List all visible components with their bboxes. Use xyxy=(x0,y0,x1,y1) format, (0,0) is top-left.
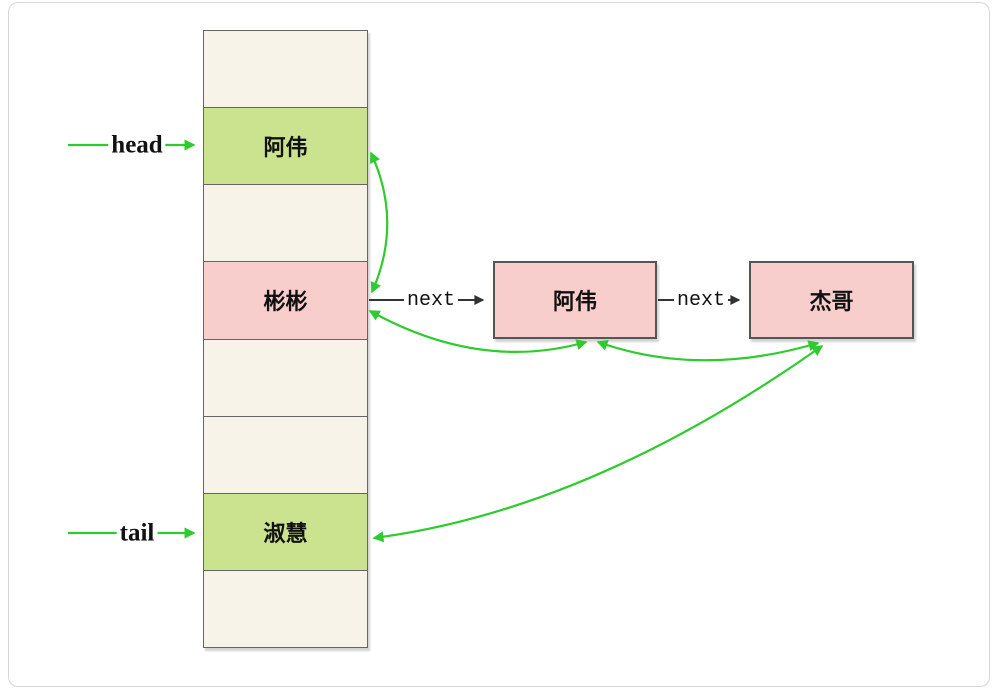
head-label: head xyxy=(108,131,166,159)
tail-label: tail xyxy=(116,519,158,547)
array-cell-binbin: 彬彬 xyxy=(204,262,367,340)
chain-node-awei: 阿伟 xyxy=(493,261,657,339)
array-cell-5 xyxy=(204,416,367,494)
array-cell-2 xyxy=(204,185,367,263)
canvas-card xyxy=(8,2,990,687)
array-cell-shuhui: 淑慧 xyxy=(204,493,367,571)
next-label-2: next xyxy=(673,290,729,312)
next-label-1: next xyxy=(403,290,459,312)
chain-node-jiege: 杰哥 xyxy=(749,261,914,339)
bucket-array: 阿伟 彬彬 淑慧 xyxy=(203,30,368,648)
array-cell-0 xyxy=(204,31,367,109)
array-cell-7 xyxy=(204,570,367,647)
array-cell-4 xyxy=(204,339,367,417)
array-cell-awei: 阿伟 xyxy=(204,108,367,186)
